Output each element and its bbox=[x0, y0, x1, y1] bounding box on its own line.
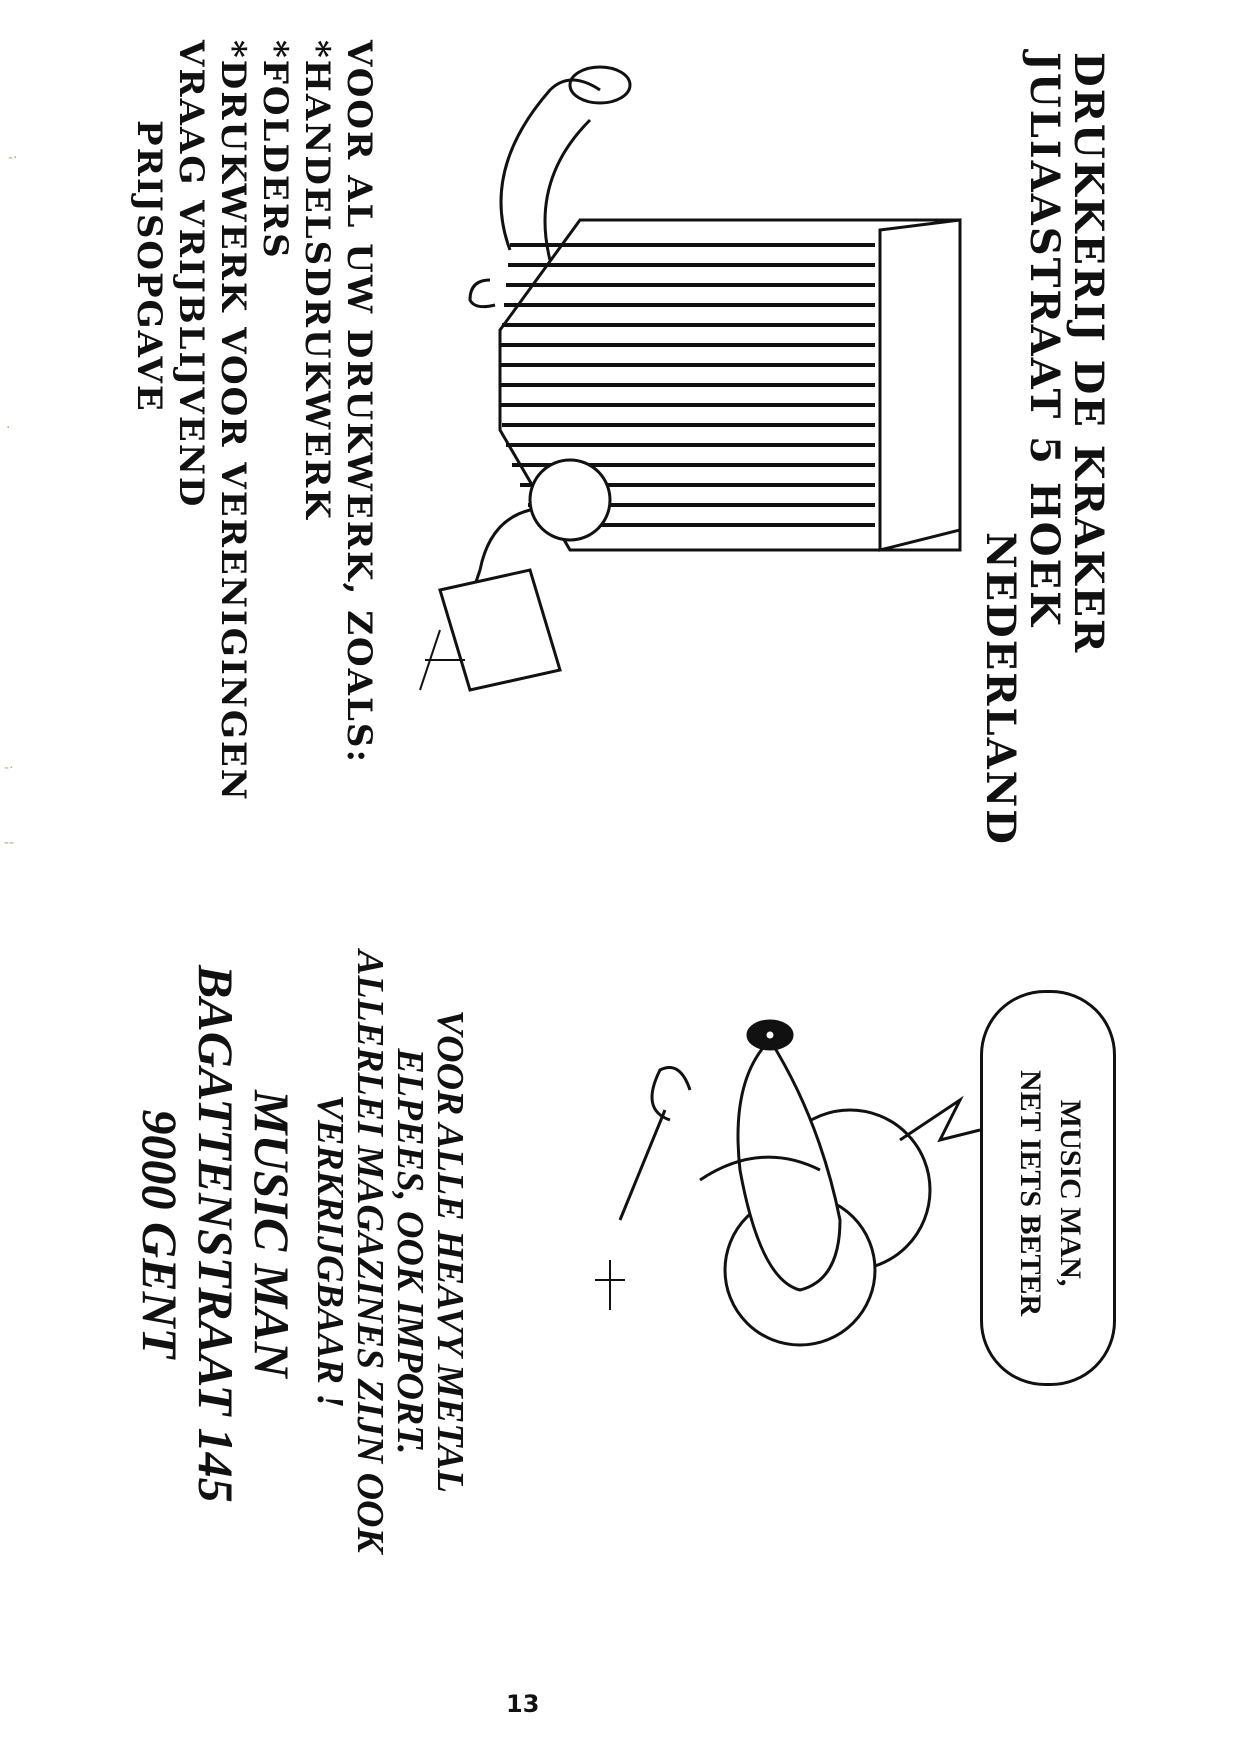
record-ad-body: VOOR ALLE HEAVY METAL ELPEES, OOK IMPORT… bbox=[309, 950, 471, 1553]
printer-body: VOOR AL UW DRUKWERK, ZOALS: *HANDELSDRUK… bbox=[128, 40, 380, 802]
music-man-character-illustration bbox=[595, 1019, 981, 1347]
paper-stack-illustration bbox=[419, 65, 962, 692]
printer-body-line: *FOLDERS bbox=[255, 40, 295, 260]
address-line: 9000 GENT bbox=[132, 1109, 188, 1359]
record-ad-address: MUSIC MAN BAGATTENSTRAAT 145 9000 GENT bbox=[132, 965, 300, 1503]
record-ad-line: VERKRIJGBAAR ! bbox=[309, 1094, 351, 1409]
scan-mark: -- bbox=[4, 835, 15, 851]
scan-mark: -· bbox=[4, 760, 14, 776]
address-line: MUSIC MAN bbox=[244, 1090, 300, 1378]
speech-bubble-text: MUSIC MAN, NET IETS BETER bbox=[1010, 1070, 1090, 1316]
printer-body-line: PRIJSOPGAVE bbox=[129, 120, 169, 413]
address-line: BAGATTENSTRAAT 145 bbox=[188, 965, 244, 1503]
record-ad-line: ELPEES, OOK IMPORT. bbox=[389, 1048, 431, 1455]
printer-heading-line: NEDERLAND bbox=[977, 532, 1024, 846]
printer-heading-line: JULIAASTRAAT 5 HOEK bbox=[1021, 52, 1068, 628]
record-ad-line: VOOR ALLE HEAVY METAL bbox=[429, 1009, 471, 1493]
printer-heading-line: DRUKKERIJ DE KRAKER bbox=[1065, 52, 1112, 655]
speech-bubble-line: NET IETS BETER bbox=[1014, 1070, 1047, 1317]
scan-mark: -· bbox=[8, 150, 18, 166]
printer-heading: DRUKKERIJ DE KRAKER JULIAASTRAAT 5 HOEK … bbox=[977, 52, 1112, 846]
speech-bubble bbox=[980, 990, 1116, 1386]
printer-body-line: VRAAG VRIJBLIJVEND bbox=[171, 40, 211, 509]
printer-body-line: *HANDELSDRUKWERK bbox=[297, 40, 337, 521]
printer-body-line: VOOR AL UW DRUKWERK, ZOALS: bbox=[339, 40, 379, 765]
speech-bubble-line: MUSIC MAN, bbox=[1054, 1099, 1087, 1287]
page-number: 13 bbox=[506, 1690, 540, 1718]
printer-body-line: *DRUKWERK VOOR VERENIGINGEN bbox=[213, 40, 253, 802]
record-ad-line: ALLERLEI MAGAZINES ZIJN OOK bbox=[349, 950, 391, 1553]
scan-mark: · bbox=[6, 420, 11, 436]
